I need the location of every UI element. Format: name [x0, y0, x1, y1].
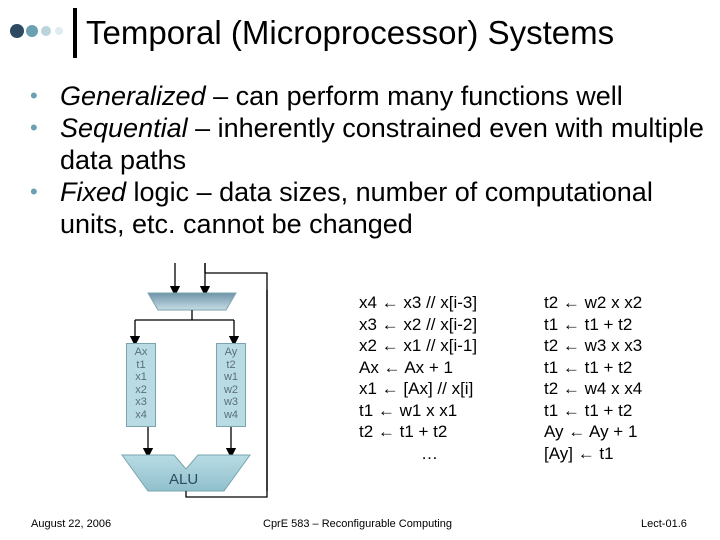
code-line: … — [421, 443, 438, 463]
title-separator — [73, 8, 77, 58]
bullet-text: – inherently constrained even with multi… — [60, 113, 704, 175]
register-label: w1 — [223, 371, 239, 383]
bullet-text: – can perform many functions well — [205, 81, 623, 111]
code-line: x4 ← x3 // x[i-3] — [359, 293, 478, 312]
register-label: x2 — [135, 383, 147, 396]
code-column-left: x4 ← x3 // x[i-3] x3 ← x2 // x[i-2] x2 ←… — [359, 292, 477, 464]
bullet-dot-icon: • — [30, 115, 38, 140]
code-line: t2 ← t1 + t2 — [359, 422, 448, 441]
code-line: x2 ← x1 // x[i-1] — [359, 336, 478, 355]
bullet-item: • Generalized – can perform many functio… — [28, 80, 708, 112]
datapath-diagram: Ax t1 x1 x2 x3 x4 Ay t2 w1 w2 w3 w4 ALU — [100, 255, 300, 500]
bullet-list: • Generalized – can perform many functio… — [28, 80, 708, 240]
bullet-term: Sequential — [60, 113, 188, 143]
code-line: t2 ← w2 x x2 — [544, 293, 643, 312]
register-label: x3 — [135, 396, 147, 408]
register-label: Ay — [224, 346, 238, 358]
code-column-right: t2 ← w2 x x2 t1 ← t1 + t2 t2 ← w3 x x3 t… — [544, 292, 642, 464]
bullet-item: • Fixed logic – data sizes, number of co… — [28, 176, 708, 240]
register-label: w3 — [223, 396, 239, 408]
code-line: t1 ← t1 + t2 — [544, 314, 633, 334]
code-line: x3 ← x2 // x[i-2] — [359, 314, 478, 334]
bullet-item: • Sequential – inherently constrained ev… — [28, 112, 708, 176]
register-label: Ax — [134, 346, 148, 358]
alu-label: ALU — [169, 471, 199, 488]
register-label: x1 — [135, 371, 147, 383]
bullet-dot-icon: • — [30, 179, 38, 204]
register-file-left: Ax t1 x1 x2 x3 x4 — [126, 343, 156, 427]
code-line: [Ay] ← t1 — [544, 443, 614, 463]
bullet-text: logic – data sizes, number of computatio… — [60, 177, 653, 239]
footer-course: CprE 583 – Reconfigurable Computing — [263, 518, 452, 530]
register-label: t2 — [226, 358, 236, 371]
register-file-right: Ay t2 w1 w2 w3 w4 — [216, 343, 246, 427]
footer-date: August 22, 2006 — [31, 518, 112, 530]
slide-title: Temporal (Microprocessor) Systems — [86, 14, 615, 51]
code-line: t1 ← w1 x x1 — [359, 400, 458, 420]
code-line: t1 ← t1 + t2 — [544, 400, 633, 420]
code-line: Ay ← Ay + 1 — [544, 422, 638, 441]
register-label: w2 — [223, 383, 239, 396]
title-decoration-dots — [10, 24, 63, 38]
register-label: x4 — [135, 408, 147, 421]
code-line: t2 ← w3 x x3 — [544, 336, 643, 355]
datapath-lines — [121, 263, 268, 498]
bullet-dot-icon: • — [30, 83, 38, 108]
code-line: t2 ← w4 x x4 — [544, 379, 643, 398]
code-line: x1 ← [Ax] // x[i] — [359, 379, 474, 398]
code-line: t1 ← t1 + t2 — [544, 357, 633, 377]
register-label: w4 — [223, 408, 239, 421]
footer-page-number: Lect-01.6 — [641, 518, 687, 530]
code-line: Ax ← Ax + 1 — [359, 357, 454, 377]
bullet-term: Generalized — [60, 81, 206, 111]
bullet-term: Fixed — [60, 177, 127, 207]
register-label: t1 — [136, 358, 146, 371]
